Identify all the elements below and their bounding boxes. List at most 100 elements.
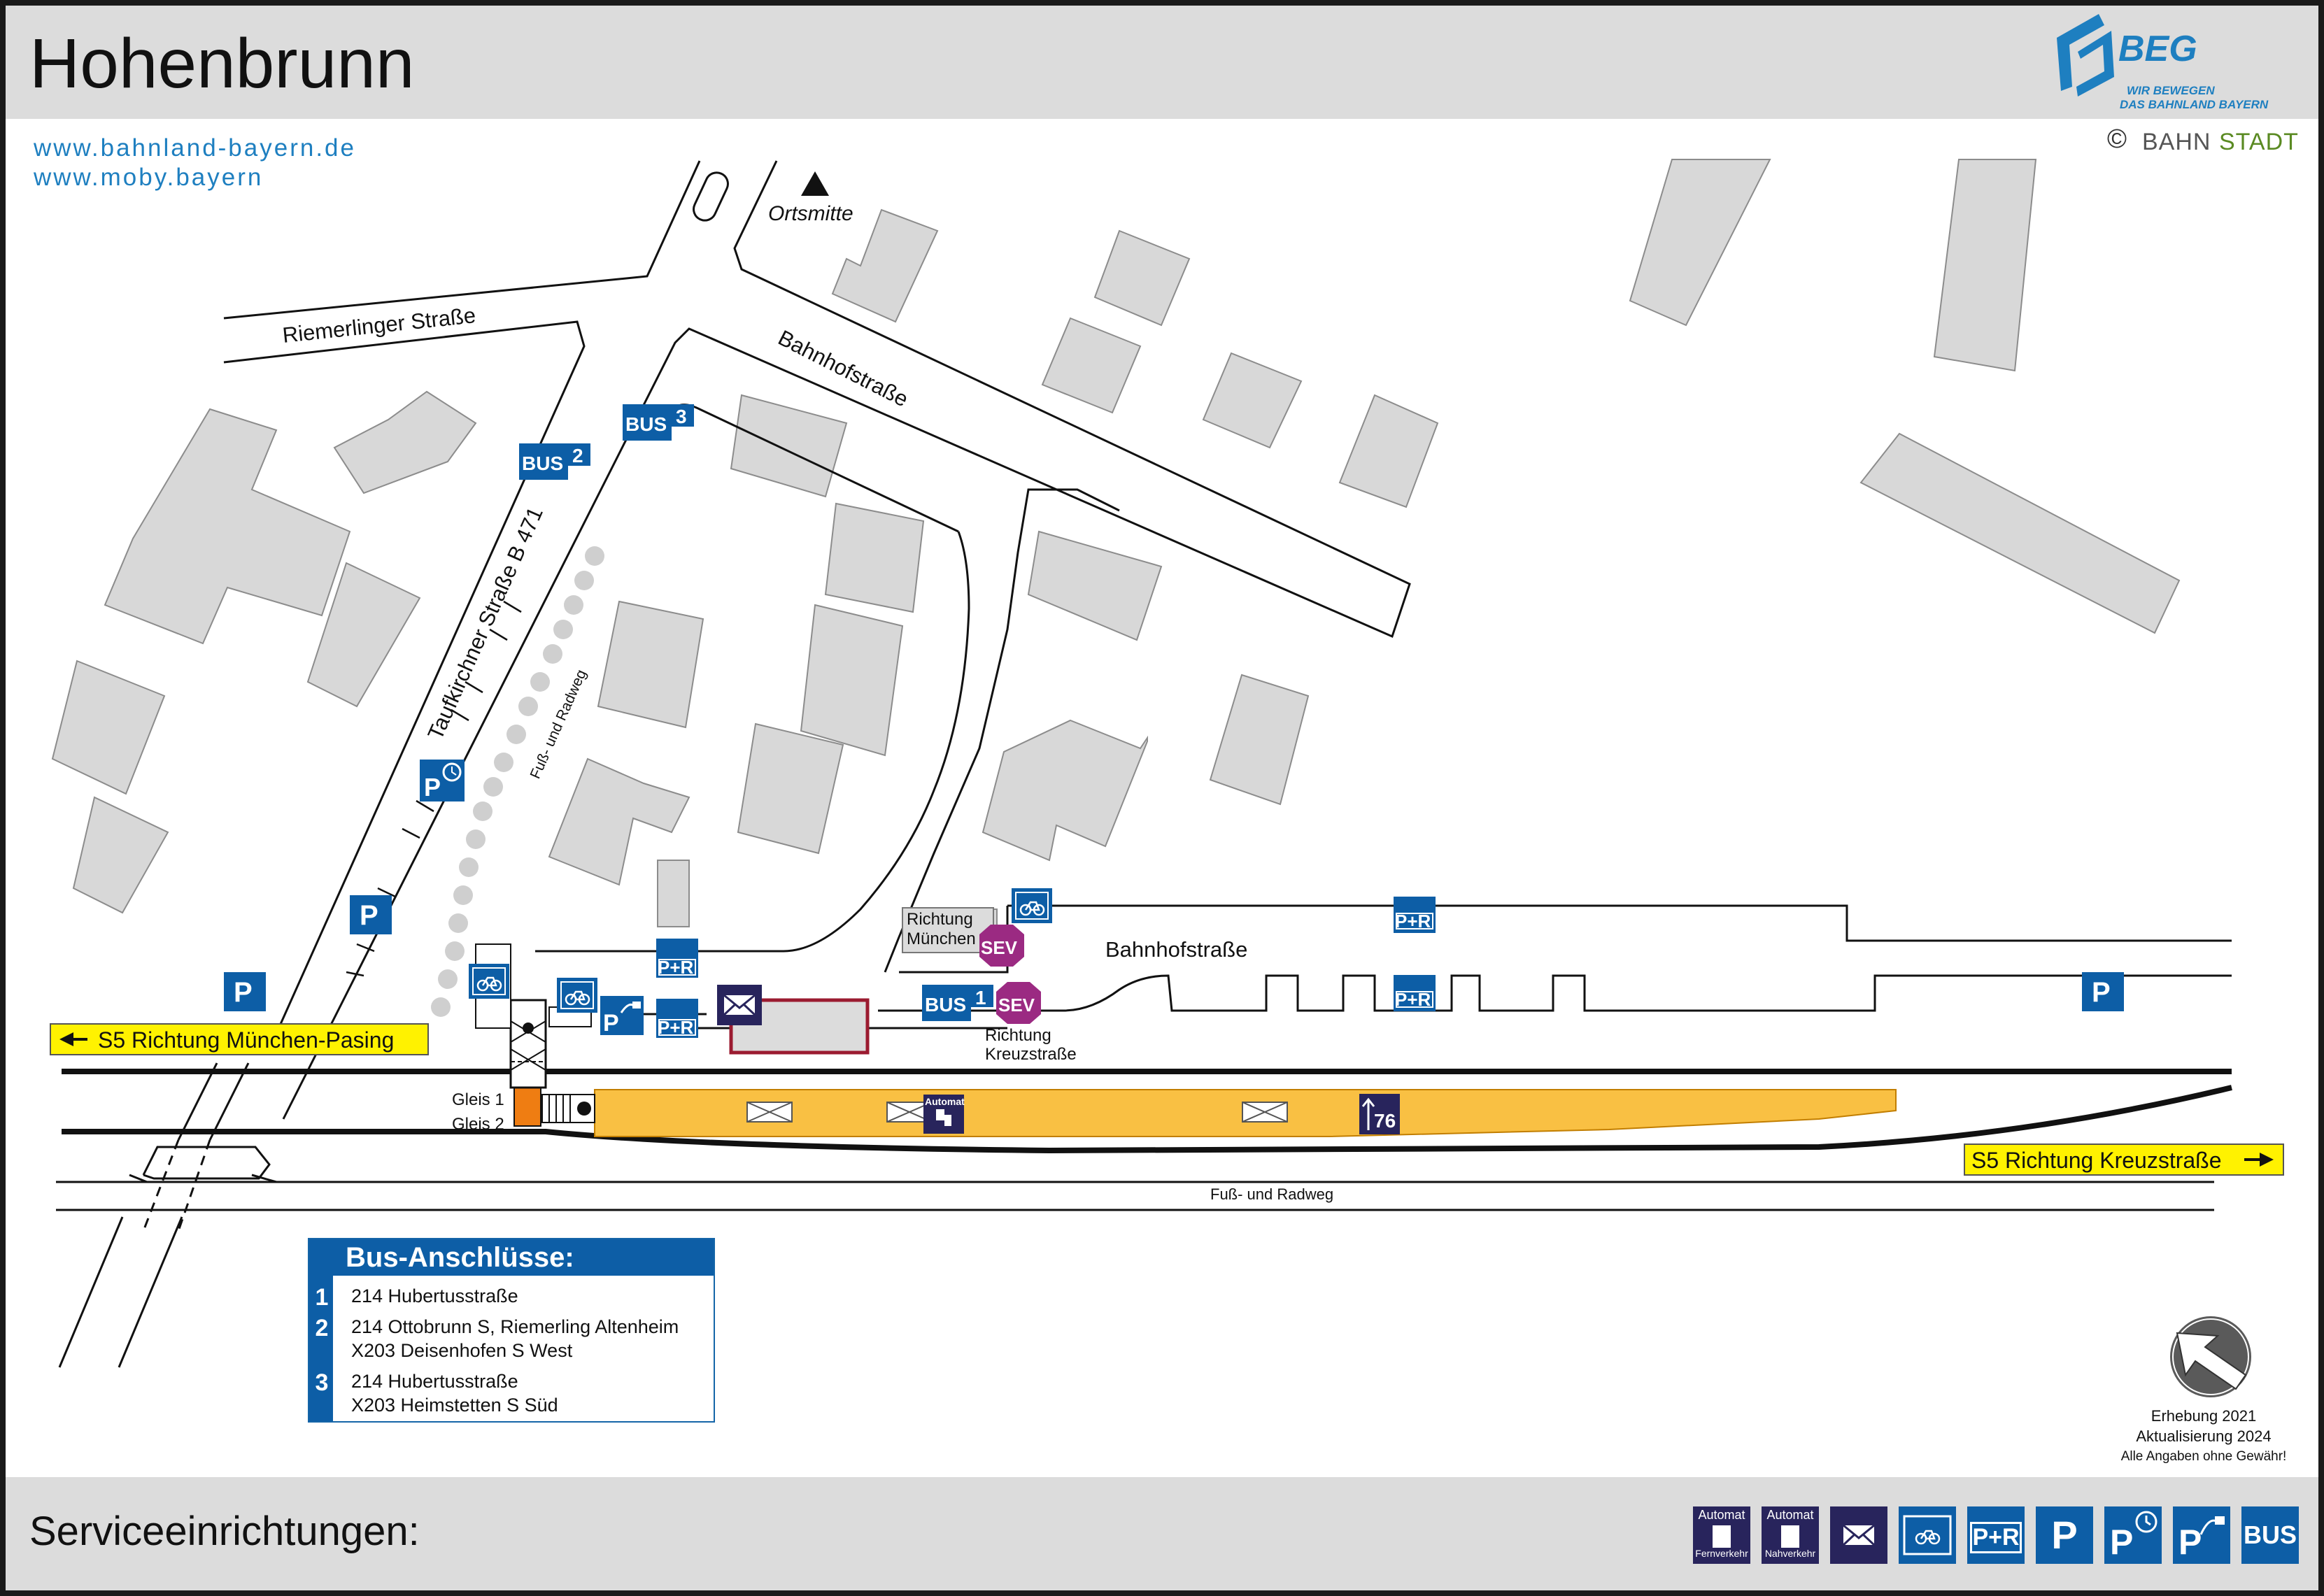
credits: Erhebung 2021 Aktualisierung 2024 Alle A… [2099,1406,2309,1467]
bus-connection-number: 2 [315,1315,329,1341]
svg-text:1: 1 [975,987,986,1009]
svg-text:SEV: SEV [998,995,1035,1016]
compass-icon [2170,1316,2251,1397]
arrow-left-icon [59,1032,87,1046]
link-bahnland-bayern[interactable]: www.bahnland-bayern.de [34,134,356,162]
building [1027,530,1163,641]
short-term-parking-icon[interactable]: P [420,760,465,801]
bus-stop-2-icon[interactable]: BUS 2 [519,443,590,480]
gleis-1-label: Gleis 1 [452,1090,504,1109]
bus-connection-number: 1 [315,1284,329,1311]
building [800,604,904,757]
sev-stop-icon[interactable]: SEV [979,925,1024,967]
parking-icon[interactable]: P [224,972,266,1011]
direction-banner-east: S5 Richtung Kreuzstraße [1964,1143,2284,1176]
building [1629,159,1771,327]
bike-parking-icon[interactable] [469,964,509,999]
bus-stop-3-icon[interactable]: BUS 3 [623,404,694,441]
park-and-ride-icon[interactable]: P+R [656,999,698,1038]
bus-connections-table: Bus-Anschlüsse: 1 214 Hubertusstraße 2 2… [308,1238,715,1423]
building [730,394,848,498]
building [831,208,939,323]
street-label-bahnhofstrasse-south: Bahnhofstraße [1105,937,1247,962]
bus-connection-line: 214 Hubertusstraße [351,1285,518,1306]
svg-text:P: P [603,1010,619,1036]
tree-row [431,546,604,1017]
park-and-ride-icon[interactable]: P+R [1394,897,1436,933]
platform-height-icon[interactable]: 76 [1359,1094,1400,1134]
north-arrow-icon [801,171,829,196]
sev-stop-2-line1: Richtung [985,1026,1051,1045]
sev-stop-icon[interactable]: SEV [996,982,1041,1024]
bus-connection-line: X203 Deisenhofen S West [351,1340,573,1361]
copyright-symbol: © [2107,124,2127,154]
bus-number-stripe [309,1276,333,1421]
legend-label-top: P+R [1970,1522,2022,1553]
bus-connections-title: Bus-Anschlüsse: [309,1239,714,1276]
building [657,860,690,927]
bus-connection-line: 214 Ottobrunn S, Riemerling Altenheim [351,1316,679,1337]
bike-parking-icon[interactable] [1012,888,1052,923]
bahnstadt-brand-part1: BAHN [2142,129,2211,155]
ev-charging-parking-icon[interactable]: P [2173,1506,2230,1564]
arrow-right-icon [2244,1153,2274,1167]
svg-text:P+R: P+R [658,957,694,978]
building [104,408,351,645]
svg-text:BUS: BUS [522,453,563,474]
bus-stop-1-icon[interactable]: BUS 1 [922,985,993,1021]
service-legend: Automat Fernverkehr Automat Nahverkehr P… [1693,1506,2302,1564]
link-moby-bayern[interactable]: www.moby.bayern [34,164,264,191]
legend-label-top: Automat [1698,1508,1745,1522]
path-label-south: Fuß- und Radweg [1210,1185,1333,1203]
buildings [51,159,2181,939]
street-label-bahnhofstrasse-north: Bahnhofstraße [774,325,912,412]
disclaimer: Alle Angaben ohne Gewähr! [2120,1449,2287,1464]
bus-connection-line: 214 Hubertusstraße [351,1371,518,1392]
building [1933,159,2037,372]
header-band [6,6,2318,119]
gleis-2-label: Gleis 2 [452,1115,504,1134]
mailbox-icon[interactable] [1830,1506,1887,1564]
ticket-machine-regional-icon[interactable]: Automat Nahverkehr [1762,1506,1819,1564]
bus-icon[interactable]: BUS [2241,1506,2299,1564]
svg-text:P+R: P+R [1395,989,1431,1010]
ticket-machine-icon[interactable]: Automat [923,1095,965,1134]
bahnstadt-brand-part2: STADT [2219,129,2299,155]
building [333,390,477,494]
service-facilities-title: Serviceeinrichtungen: [29,1509,420,1554]
update-year: Aktualisierung 2024 [2136,1427,2272,1445]
svg-text:Automat: Automat [925,1096,965,1107]
mailbox-icon[interactable] [717,985,762,1025]
svg-text:BUS: BUS [925,994,966,1016]
bike-parking-icon[interactable] [557,978,597,1013]
sev-stop-1-line1: Richtung [907,910,973,929]
platform-access [509,999,595,1127]
sev-stop-1-line2: München [907,929,976,948]
beg-logo-icon [2057,14,2114,97]
ticket-machine-longdistance-icon[interactable]: Automat Fernverkehr [1693,1506,1750,1564]
park-and-ride-icon[interactable]: P+R [1394,975,1436,1011]
parking-icon[interactable]: P [350,895,392,934]
building [51,660,166,795]
svg-text:S5 Richtung München-Pasing: S5 Richtung München-Pasing [98,1027,394,1053]
park-and-ride-icon[interactable]: P+R [1967,1506,2025,1564]
park-and-ride-icon[interactable]: P+R [656,939,698,978]
short-term-parking-icon[interactable]: P [2104,1506,2162,1564]
building [548,757,690,886]
svg-text:P: P [2092,977,2111,1008]
bus-connection-number: 3 [315,1369,329,1396]
parking-icon[interactable]: P [2082,972,2124,1011]
ev-charging-parking-icon[interactable]: P [600,996,644,1036]
building [1202,352,1303,449]
building [1209,674,1310,806]
svg-text:BUS: BUS [625,413,667,435]
svg-text:P+R: P+R [1395,911,1431,932]
svg-text:2: 2 [572,445,583,466]
legend-label-top: P [2110,1523,2134,1562]
building [597,600,704,729]
bike-parking-icon[interactable] [1899,1506,1956,1564]
building [306,562,421,708]
parking-icon[interactable]: P [2036,1506,2093,1564]
